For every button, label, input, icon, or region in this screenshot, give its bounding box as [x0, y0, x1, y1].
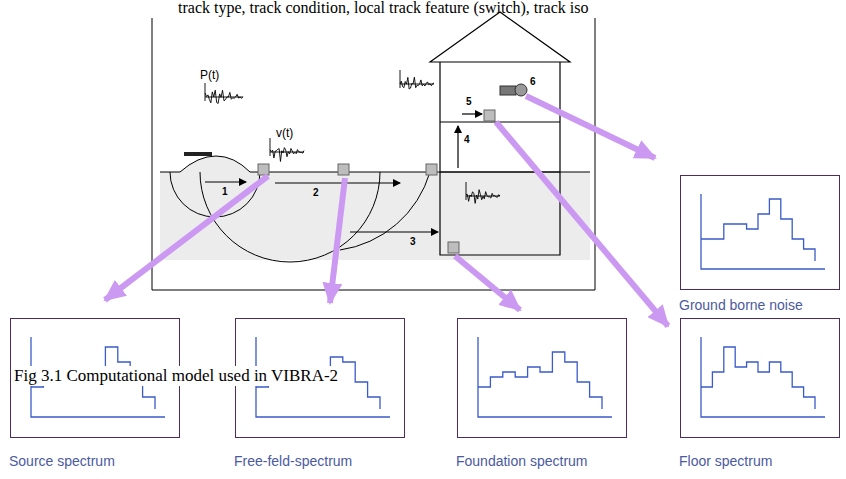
wave-fronts — [170, 172, 430, 262]
spectrum-leaders — [105, 96, 668, 326]
spectrum-caption: Source spectrum — [9, 453, 115, 469]
figure-frame — [152, 18, 595, 290]
spectrum-caption: Foundation spectrum — [456, 453, 588, 469]
spectrum-plot — [458, 319, 625, 436]
spectrum-caption: Floor spectrum — [679, 453, 772, 469]
callout-number: 2 — [313, 187, 319, 198]
microphone-symbol — [500, 84, 527, 96]
callout-number: 5 — [466, 96, 472, 107]
callout-number: 3 — [410, 236, 416, 247]
spectrum-box: Ground borne noise — [680, 175, 840, 290]
building — [430, 12, 570, 255]
spectrum-caption: Free-feld-spectrum — [234, 453, 352, 469]
spectrum-plot — [681, 176, 838, 288]
callout-number: 1 — [222, 186, 228, 197]
waveform-signals — [205, 70, 500, 203]
ground-body — [160, 172, 590, 260]
spectrum-caption: Ground borne noise — [679, 297, 803, 313]
measuring-points — [258, 110, 495, 253]
track-symbol — [184, 152, 212, 156]
spectrum-box: Floor spectrum — [680, 318, 840, 438]
spectrum-box: Foundation spectrum — [457, 318, 627, 438]
signal-name: v(t) — [276, 126, 293, 140]
callout-number: 4 — [464, 134, 470, 145]
callout-number: 6 — [530, 76, 536, 87]
figure-caption: Fig 3.1 Computational model used in VIBR… — [12, 366, 340, 386]
signal-name: P(t) — [200, 68, 219, 82]
spectrum-plot — [681, 319, 838, 436]
context-text: track type, track condition, local track… — [178, 0, 589, 17]
